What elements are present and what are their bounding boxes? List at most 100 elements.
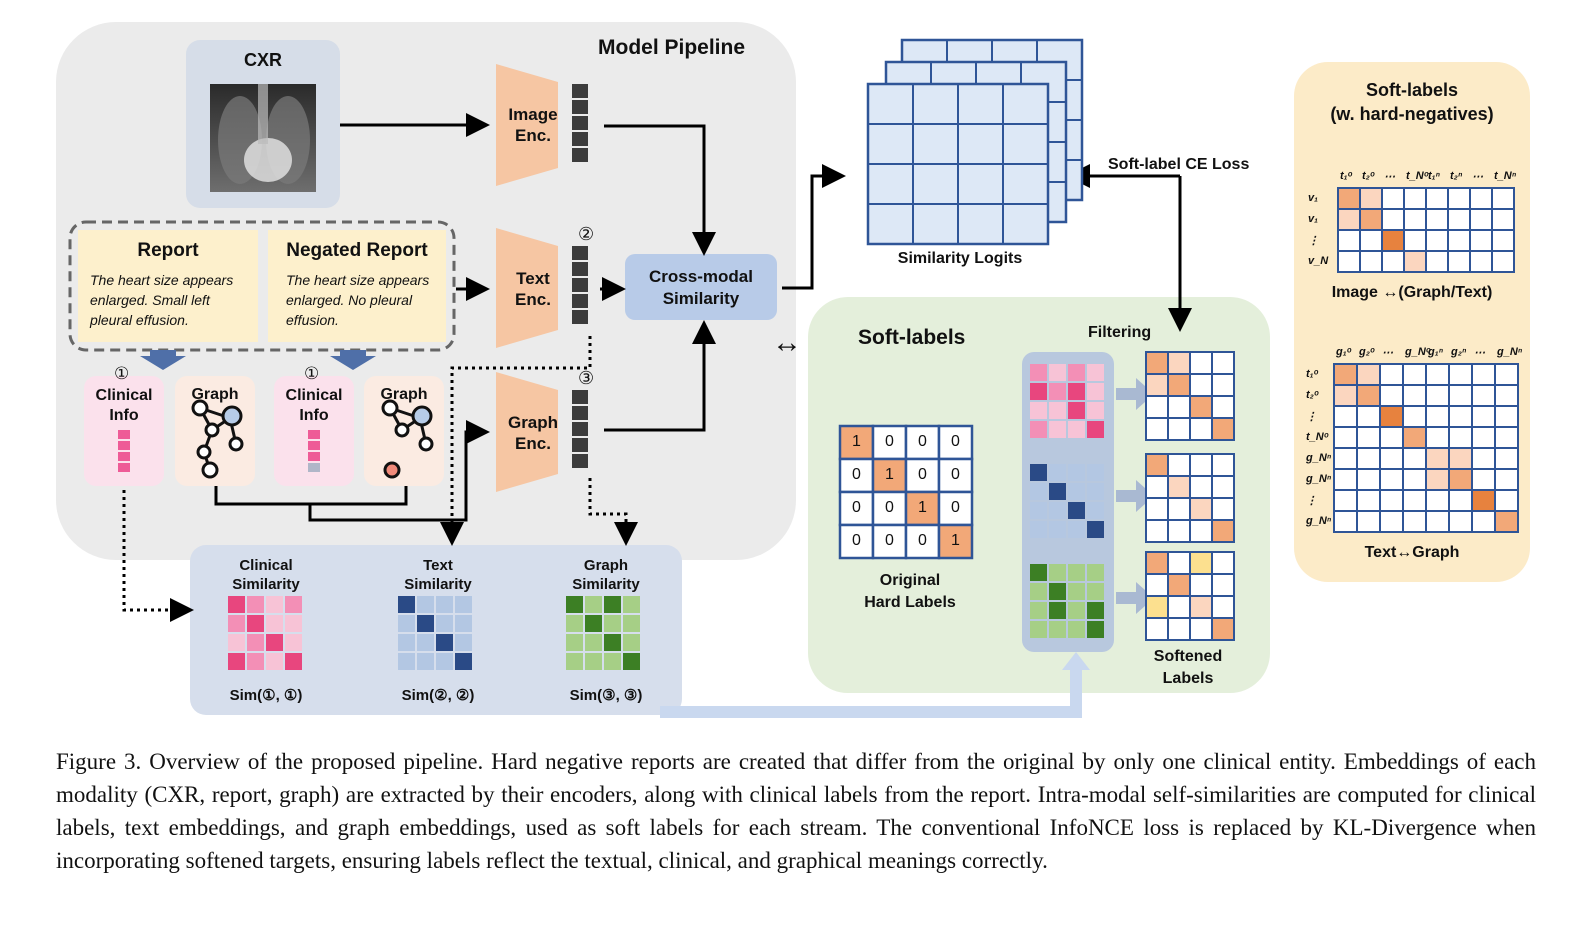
- softened-label-cell: [1189, 573, 1213, 597]
- hard-label-cell: [937, 490, 974, 527]
- soft-label-cell: [1337, 187, 1361, 210]
- softened-label-cell: [1145, 573, 1169, 597]
- filtering-label: Filtering: [1088, 324, 1152, 341]
- filter-cell: [1068, 402, 1085, 419]
- softened-label-cell: [1145, 373, 1169, 397]
- softened-label-cell: [1145, 453, 1169, 477]
- axis-label: g_Nⁿ: [1306, 452, 1332, 464]
- hard-label-value: 1: [852, 433, 861, 450]
- embedding-cell: [572, 278, 588, 292]
- softened-label-cell: [1145, 497, 1169, 521]
- filter-cell: [1049, 383, 1066, 400]
- softened-label-cell: [1167, 497, 1191, 521]
- clinical-info-label-2: Clinical Info: [285, 387, 343, 424]
- filter-cell: [1049, 583, 1066, 600]
- soft-label-cell: [1494, 489, 1519, 512]
- softened-label-cell: [1211, 351, 1235, 375]
- soft-label-cell: [1471, 510, 1496, 533]
- filtering-matrices: [1030, 364, 1104, 638]
- filter-cell: [1068, 583, 1085, 600]
- embedding-cell: [572, 422, 588, 436]
- soft-label-cell: [1333, 489, 1358, 512]
- soft-label-cell: [1471, 426, 1496, 449]
- text-encoder-shape: [496, 228, 558, 348]
- text-sim-cell: [455, 634, 472, 651]
- filter-cell: [1049, 564, 1066, 581]
- graph-encoder-shape: [496, 372, 558, 492]
- axis-label: t_Nᵒ: [1406, 170, 1429, 182]
- filter-cell: [1068, 364, 1085, 381]
- axis-label: g_Nⁿ: [1306, 515, 1332, 527]
- axis-label: v₁: [1308, 213, 1318, 225]
- axis-label: t₁ᵒ: [1306, 368, 1319, 380]
- embedding-cell: [572, 294, 588, 308]
- soft-label-cell: [1425, 250, 1449, 273]
- filter-cell: [1068, 564, 1085, 581]
- soft-label-cell: [1494, 384, 1519, 407]
- hard-label-value: 0: [852, 532, 861, 549]
- text-sim-label: Sim(②, ②): [401, 687, 475, 704]
- soft-label-cell: [1359, 229, 1383, 252]
- soft-label-cell: [1425, 229, 1449, 252]
- softened-label-cell: [1167, 417, 1191, 441]
- embedding-cell: [572, 246, 588, 260]
- soft-label-cell: [1448, 426, 1473, 449]
- graph-sim-cell: [623, 596, 640, 613]
- dotted-arrows: [122, 336, 638, 622]
- soft-label-cell: [1379, 468, 1404, 491]
- filter-cell: [1068, 502, 1085, 519]
- axis-label: g_Nⁿ: [1497, 346, 1523, 358]
- softened-label-cell: [1189, 351, 1213, 375]
- graph-marker: ③: [578, 368, 595, 388]
- report-title: Report: [137, 240, 199, 261]
- soft-label-cell: [1333, 447, 1358, 470]
- soft-label-cell: [1337, 229, 1361, 252]
- bidirectional-arrow-icon: ↔: [772, 326, 802, 359]
- embedding-stacks: [572, 84, 588, 468]
- soft-label-cell: [1359, 208, 1383, 231]
- softened-label-cell: [1189, 551, 1213, 575]
- soft-label-cell: [1425, 363, 1450, 386]
- softened-label-cell: [1167, 595, 1191, 619]
- soft-label-cell: [1379, 489, 1404, 512]
- graph-sim-cell: [585, 615, 602, 632]
- axis-label: ⋯: [1472, 171, 1483, 183]
- hard-label-value: 1: [918, 499, 927, 516]
- cross-modal-box: [625, 254, 777, 320]
- softened-label-cell: [1211, 573, 1235, 597]
- soft-label-cell: [1379, 405, 1404, 428]
- text-sim-cell: [398, 615, 415, 632]
- soft-label-cell: [1425, 187, 1449, 210]
- hard-label-value: 0: [918, 532, 927, 549]
- filter-cell: [1068, 383, 1085, 400]
- soft-label-cell: [1425, 447, 1450, 470]
- clinical-sim-cell: [228, 634, 245, 651]
- soft-label-cell: [1359, 250, 1383, 273]
- soft-label-cell: [1471, 468, 1496, 491]
- hard-label-cell: [871, 457, 908, 494]
- embedding-cell: [572, 100, 588, 114]
- graph-similarity-title: Graph Similarity: [572, 557, 640, 593]
- soft-label-cell: [1471, 384, 1496, 407]
- soft-label-cell: [1333, 384, 1358, 407]
- negated-report-card: [268, 230, 446, 342]
- clinical-sim-cell: [266, 653, 283, 670]
- filter-cell: [1068, 464, 1085, 481]
- filter-cell: [1049, 464, 1066, 481]
- filter-cell: [1030, 421, 1047, 438]
- softened-label-cell: [1145, 417, 1169, 441]
- text-sim-cell: [436, 653, 453, 670]
- embedding-cell: [572, 438, 588, 452]
- filter-cell: [1087, 621, 1104, 638]
- clinical-sim-cell: [285, 615, 302, 632]
- axis-label: t₂ᵒ: [1306, 389, 1319, 401]
- soft-label-cell: [1491, 208, 1515, 231]
- negated-report-title: Negated Report: [286, 240, 428, 261]
- clinical-sim-cell: [266, 615, 283, 632]
- soft-label-cell: [1494, 363, 1519, 386]
- soft-label-cell: [1381, 250, 1405, 273]
- clinical-sim-cell: [228, 615, 245, 632]
- text-sim-cell: [417, 653, 434, 670]
- text-sim-cell: [398, 596, 415, 613]
- soft-label-cell: [1494, 468, 1519, 491]
